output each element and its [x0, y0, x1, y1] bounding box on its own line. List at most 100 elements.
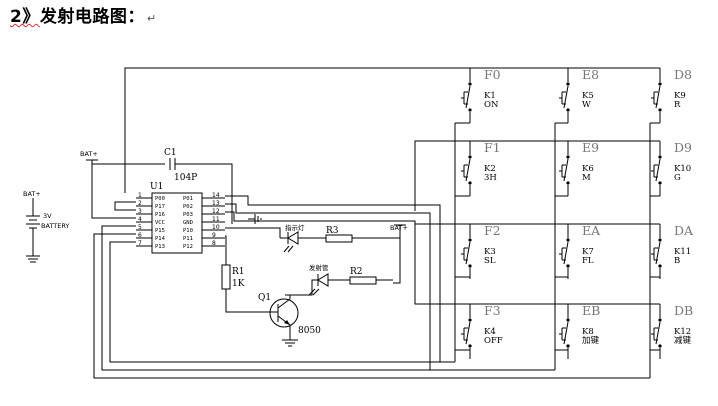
heading-number: 2》 [10, 7, 40, 27]
ic-left-pin-number: 3 [138, 208, 142, 215]
battery-name: BATTERY [41, 222, 69, 230]
ic-right-pin-number: 14 [212, 192, 220, 199]
key-ref-label: K10 [674, 164, 691, 174]
key-function-label: 3H [484, 173, 497, 183]
transistor-ref: Q1 [258, 293, 271, 303]
resistor-r1: R1 1K [221, 235, 270, 313]
key-code-label: E9 [582, 140, 599, 155]
key-ref-label: K11 [674, 247, 691, 257]
key-code-label: EB [582, 303, 600, 318]
bat-plus-right: BAT+ [390, 224, 408, 284]
key-code-label: F3 [484, 303, 501, 318]
bat-plus-left: BAT+ [80, 150, 165, 168]
key-function-label: FL [582, 256, 594, 266]
ic-left-pin-label: VCC [155, 220, 165, 226]
key-code-label: DB [674, 303, 693, 318]
key-function-label: 加键 [582, 335, 600, 346]
battery: BAT+ 3V BATTERY [23, 190, 69, 263]
key-function-label: SL [484, 256, 496, 266]
ic-left-pin-number: 7 [138, 240, 142, 247]
key-code-label: D9 [674, 140, 692, 155]
key-code-label: F1 [484, 140, 501, 155]
ic-left-pin-number: 5 [138, 224, 142, 231]
ic-ref: U1 [150, 182, 163, 192]
ic-right-pin-number: 10 [212, 224, 220, 231]
key-code-label: F0 [484, 67, 501, 82]
capacitor-value: 104P [174, 173, 197, 183]
key-ref-label: K1 [484, 91, 496, 101]
key-function-label: OFF [484, 336, 503, 346]
key-function-label: G [674, 173, 681, 183]
indicator-label: 指示灯 [285, 223, 305, 232]
ic-left-pin-label: P00 [155, 196, 165, 202]
key-function-label: ON [484, 100, 499, 110]
transistor-q1: Q1 8050 [258, 293, 321, 347]
indicator-resistor: R3 [326, 226, 339, 236]
ic-right-pin-label: P11 [183, 236, 193, 242]
emitter-led-branch: 发射管 R2 [285, 263, 393, 296]
ic-left-pin-label: P15 [155, 228, 165, 234]
key-function-label: W [582, 100, 591, 110]
emitter-label: 发射管 [309, 263, 329, 272]
ic-right-pin-number: 12 [212, 208, 220, 215]
ic-right-pin-label: GND [183, 220, 193, 226]
key-code-label: F2 [484, 223, 501, 238]
key-ref-label: K7 [582, 247, 594, 257]
key-code-label: D8 [674, 67, 692, 82]
ic-right-pin-number: 9 [212, 232, 216, 239]
key-matrix-wires [91, 67, 660, 379]
battery-voltage: 3V [43, 212, 52, 220]
ic-right-pin-label: P01 [183, 196, 193, 202]
key-code-label: EA [582, 223, 601, 238]
ic-left-pin-label: P17 [155, 204, 165, 210]
capacitor-ref: C1 [164, 148, 177, 158]
key-function-label: B [674, 256, 680, 266]
capacitor-c1: C1 104P [164, 148, 233, 224]
key-code-label: E8 [582, 67, 599, 82]
key-ref-label: K5 [582, 91, 594, 101]
key-ref-label: K6 [582, 164, 594, 174]
key-function-label: 减键 [674, 335, 692, 346]
emitter-resistor: R2 [350, 267, 363, 277]
ic-right-pin-label: P10 [183, 228, 193, 234]
key-ref-label: K9 [674, 91, 686, 101]
r1-value: 1K [232, 279, 245, 289]
ic-right-pin-number: 13 [212, 200, 220, 207]
key-ref-label: K12 [674, 327, 691, 337]
heading-title: 发射电路图： [39, 7, 145, 27]
key-code-label: DA [674, 223, 694, 238]
ic-left-pin-number: 6 [138, 232, 142, 239]
r1-ref: R1 [232, 267, 245, 277]
key-function-label: M [582, 173, 591, 183]
bat-plus-right-label: BAT+ [390, 224, 408, 232]
key-ref-label: K2 [484, 164, 496, 174]
ic-left-pin-number: 2 [138, 200, 142, 207]
key-ref-label: K4 [484, 327, 496, 337]
ic-left-pin-label: P14 [155, 236, 166, 242]
ic-left-pin-number: 4 [138, 216, 142, 223]
ic-left-pin-number: 1 [138, 192, 142, 199]
page-heading: 2》发射电路图：↵ [10, 2, 157, 27]
ic-right-pin-label: P02 [183, 204, 193, 210]
key-function-label: R [674, 100, 681, 110]
ic-right-pin-number: 8 [212, 240, 216, 247]
indicator-led-branch: 指示灯 R3 [225, 223, 401, 253]
key-ref-label: K3 [484, 247, 496, 257]
paragraph-mark-icon: ↵ [146, 12, 157, 25]
ic-right-pin-number: 11 [212, 216, 220, 223]
ic-left-pin-label: P13 [155, 244, 165, 250]
ic-left-pin-label: P16 [155, 212, 165, 218]
